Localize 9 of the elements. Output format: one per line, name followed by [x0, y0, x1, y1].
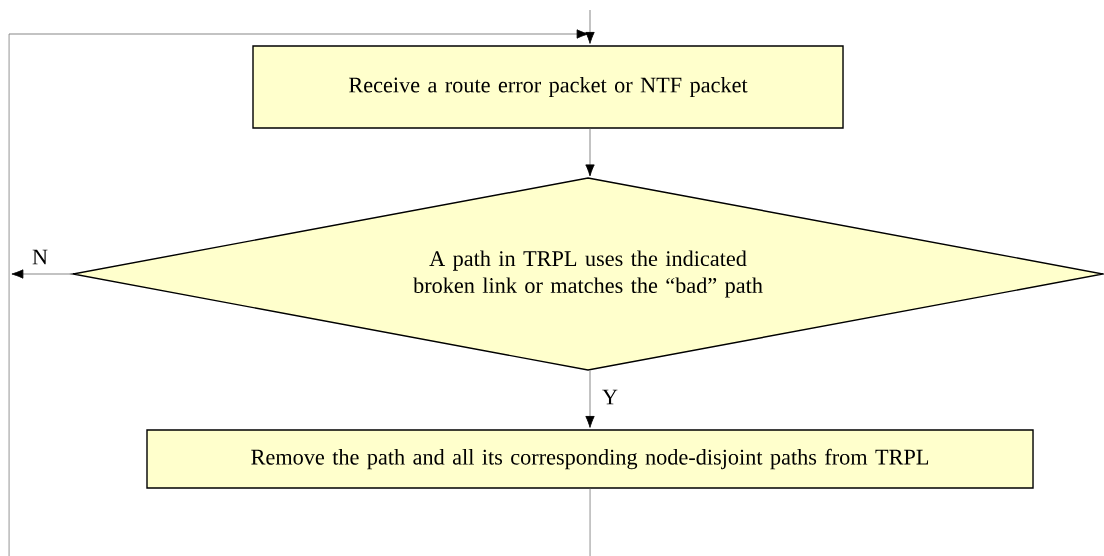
arrow	[8, 29, 589, 556]
arrow	[11, 269, 74, 279]
arrow	[585, 369, 595, 428]
process-box: Receive a route error packet or NTF packet	[252, 45, 844, 129]
arrow	[585, 128, 595, 177]
edge-label: Y	[600, 388, 620, 406]
process-box: Remove the path and all its corresponding node-disjoint paths from TRPL	[146, 429, 1034, 489]
edge-label: N	[30, 248, 50, 266]
arrow	[585, 9, 595, 44]
